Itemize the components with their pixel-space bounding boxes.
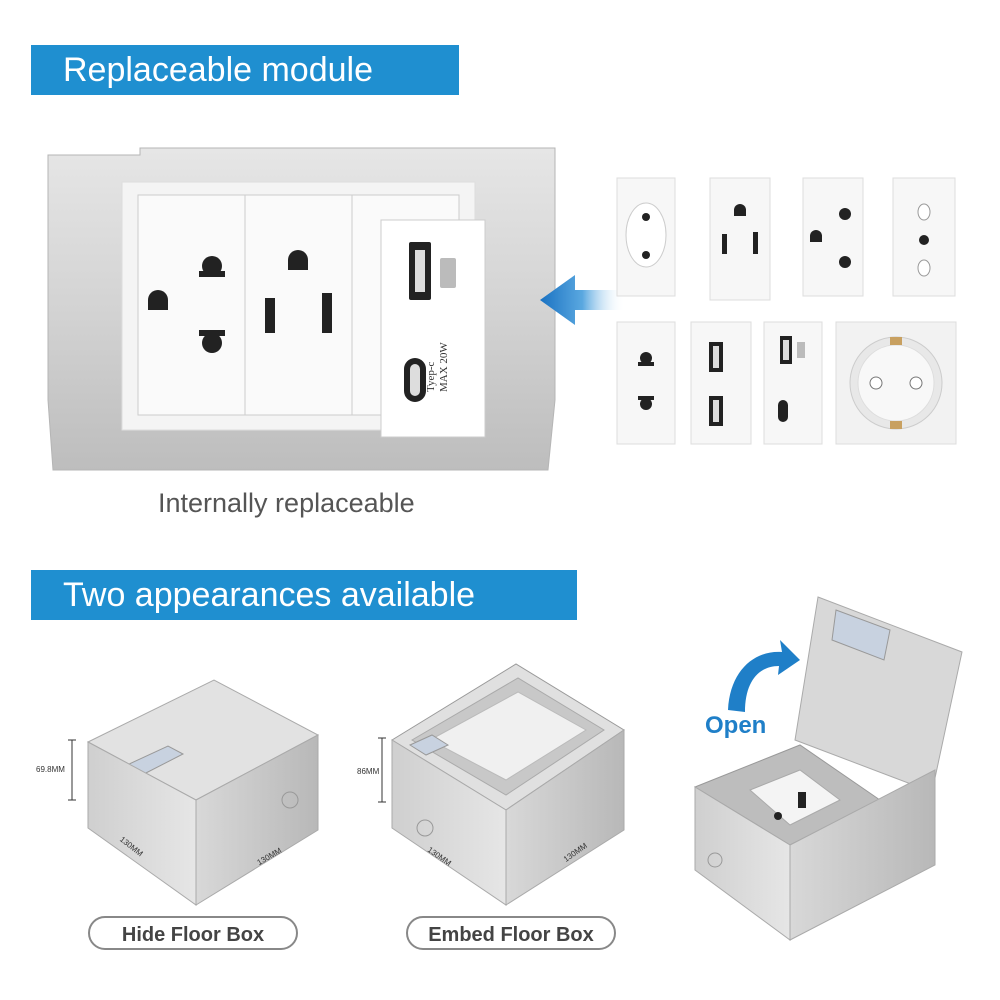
open-floor-box [693,596,963,941]
hide-floor-box-label: Hide Floor Box [88,916,298,950]
hide-box-height: 69.8MM [36,765,65,774]
section-heading-replaceable: Replaceable module [31,45,459,95]
heading-text: Two appearances available [63,576,476,614]
hide-floor-box [68,679,320,906]
embed-floor-box-label: Embed Floor Box [406,916,616,950]
open-label: Open [705,712,767,739]
socket-us [244,194,353,416]
heading-text: Replaceable module [63,51,373,89]
module-tiles [616,177,957,445]
insert-arrow [540,275,625,325]
socket-universal [137,194,246,416]
embed-box-height: 86MM [357,767,380,776]
replaceable-caption: Internally replaceable [158,488,415,518]
max-power-label: MAX 20W [438,342,450,392]
typec-label: Tyep-c [425,361,437,392]
embed-floor-box [378,663,625,906]
section-heading-appearances: Two appearances available [31,570,577,620]
usb-module [380,219,486,438]
